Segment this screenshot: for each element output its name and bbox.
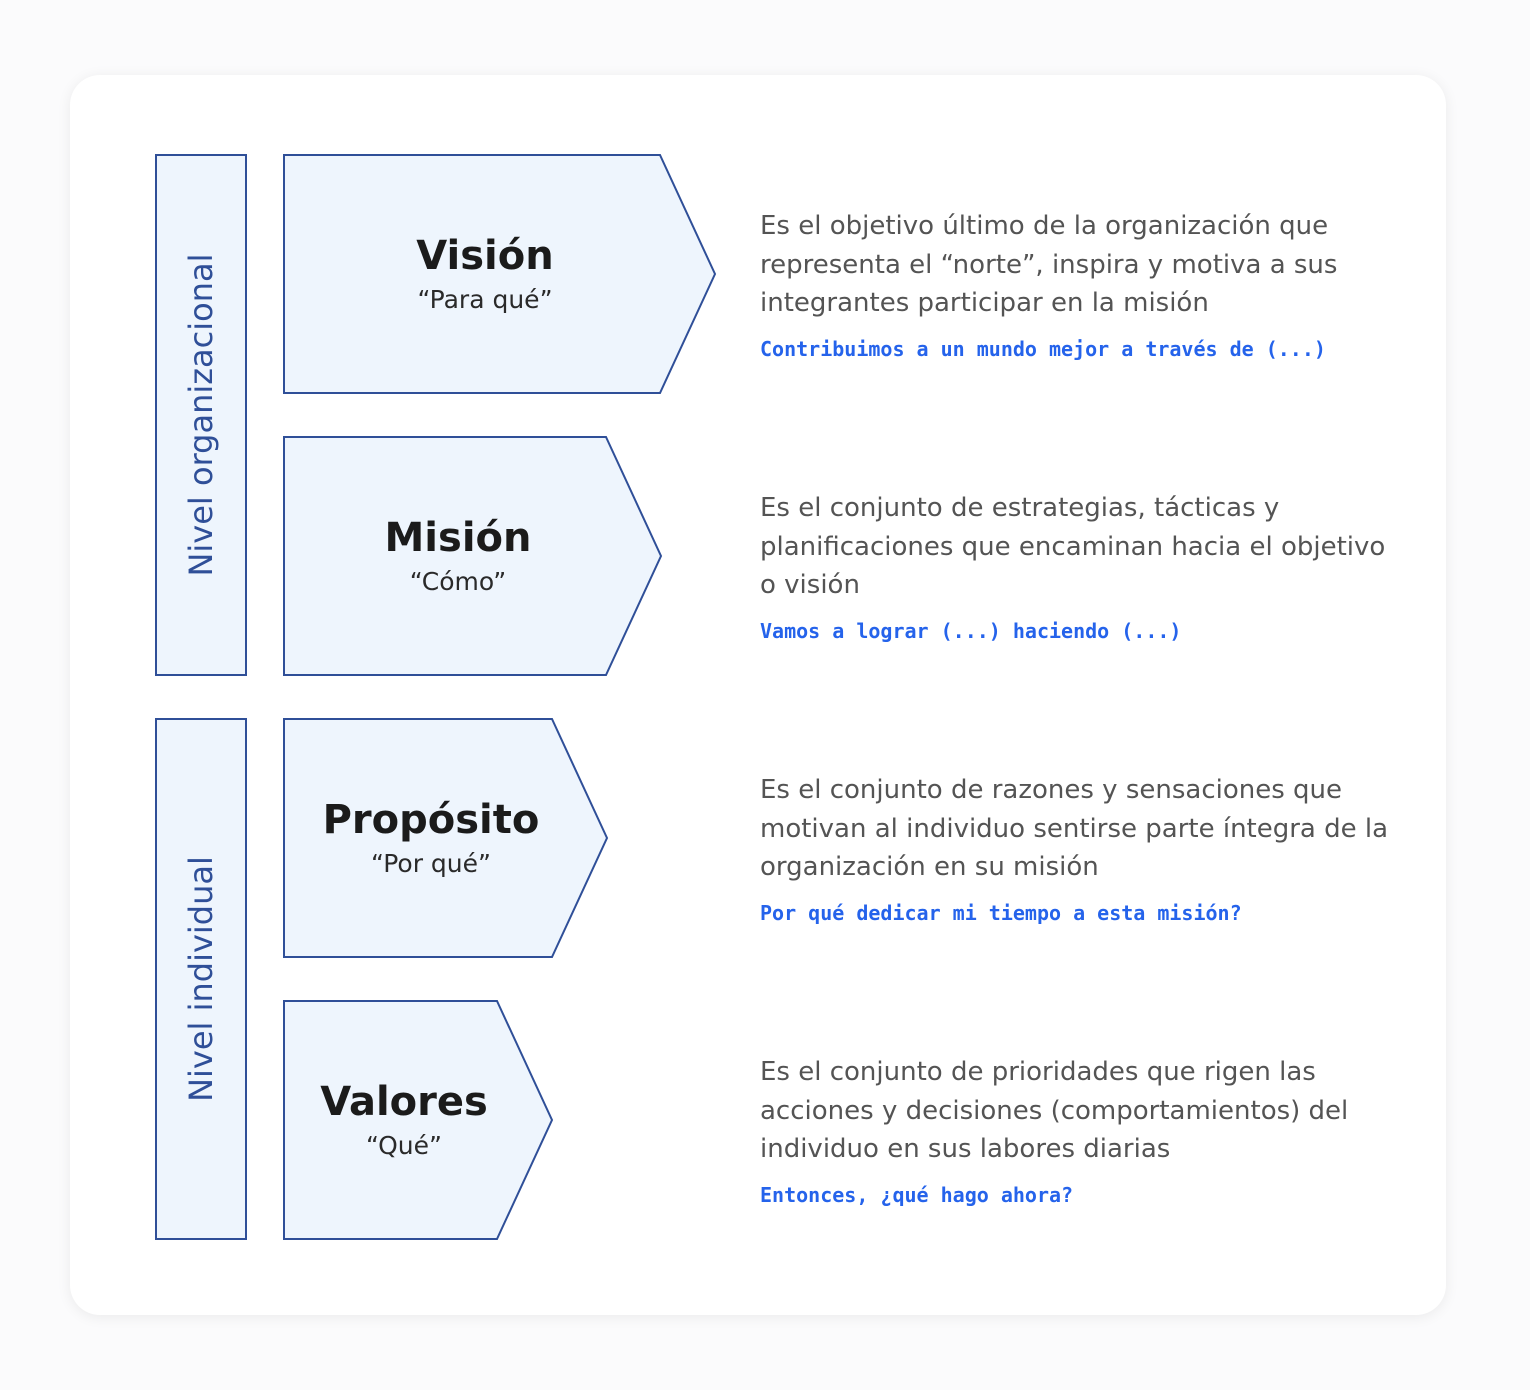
description-valores: Es el conjunto de prioridades que rigen …	[760, 1053, 1400, 1207]
level-label-organizational: Nivel organizacional	[182, 253, 220, 577]
description-vision: Es el objetivo último de la organización…	[760, 207, 1400, 361]
arrow-subtitle-proposito: “Por qué”	[371, 849, 491, 878]
description-note-proposito: Por qué dedicar mi tiempo a esta misión?	[760, 900, 1242, 925]
description-text-proposito: Es el conjunto de razones y sensaciones …	[760, 775, 1389, 882]
description-text-vision: Es el objetivo último de la organización…	[760, 211, 1338, 318]
arrow-shape-valores	[283, 1000, 554, 1240]
description-text-valores: Es el conjunto de prioridades que rigen …	[760, 1057, 1349, 1164]
arrow-shape-vision	[283, 154, 717, 394]
arrow-title-valores: Valores	[320, 1079, 488, 1125]
arrow-shape-mision	[283, 436, 663, 676]
description-proposito: Es el conjunto de razones y sensaciones …	[760, 771, 1400, 925]
description-note-valores: Entonces, ¿qué hago ahora?	[760, 1182, 1074, 1207]
arrow-subtitle-vision: “Para qué”	[417, 285, 553, 314]
description-mision: Es el conjunto de estrategias, tácticas …	[760, 489, 1400, 643]
description-note-vision: Contribuimos a un mundo mejor a través d…	[760, 336, 1326, 361]
arrow-subtitle-valores: “Qué”	[366, 1131, 442, 1160]
arrow-title-proposito: Propósito	[322, 797, 540, 843]
arrow-subtitle-mision: “Cómo”	[409, 567, 507, 596]
level-box-individual: Nivel individual	[155, 718, 247, 1240]
arrow-title-vision: Visión	[416, 233, 554, 279]
level-label-individual: Nivel individual	[182, 856, 220, 1102]
arrow-title-mision: Misión	[384, 515, 532, 561]
description-text-mision: Es el conjunto de estrategias, tácticas …	[760, 493, 1386, 600]
description-note-mision: Vamos a lograr (...) haciendo (...)	[760, 618, 1182, 643]
level-box-organizational: Nivel organizacional	[155, 154, 247, 676]
arrow-shape-proposito	[283, 718, 609, 958]
